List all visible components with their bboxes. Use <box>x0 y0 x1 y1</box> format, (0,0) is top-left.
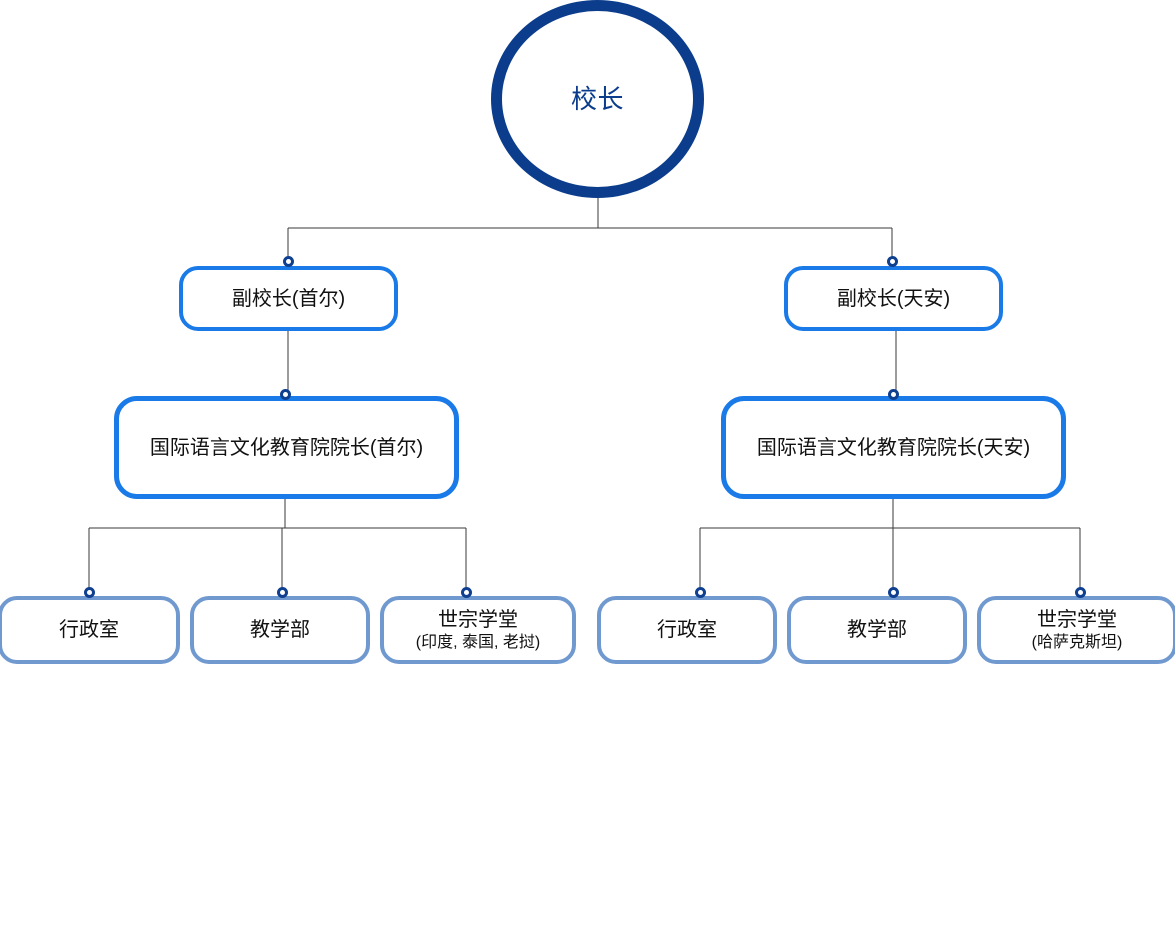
connector-dot-vice-principal-cheonan <box>887 256 898 267</box>
node-sejong-institute-cheonan-label: 世宗学堂 <box>1037 608 1117 631</box>
node-admin-office-seoul[interactable]: 行政室 <box>0 596 180 664</box>
connector-dot-vice-principal-seoul <box>283 256 294 267</box>
node-vice-principal-cheonan[interactable]: 副校长(天安) <box>784 266 1003 331</box>
connector-dot-teaching-dept-seoul <box>277 587 288 598</box>
node-dean-seoul[interactable]: 国际语言文化教育院院长(首尔) <box>114 396 459 499</box>
node-vice-principal-seoul[interactable]: 副校长(首尔) <box>179 266 398 331</box>
node-vice-principal-seoul-label: 副校长(首尔) <box>231 287 346 310</box>
node-teaching-dept-cheonan-label: 教学部 <box>847 619 907 641</box>
node-teaching-dept-seoul[interactable]: 教学部 <box>190 596 370 664</box>
connector-dot-teaching-dept-cheonan <box>888 587 899 598</box>
node-dean-cheonan[interactable]: 国际语言文化教育院院长(天安) <box>721 396 1066 499</box>
connector-dot-dean-cheonan <box>888 389 899 400</box>
connector-dot-sejong-institute-cheonan <box>1075 587 1086 598</box>
connector-dot-admin-office-cheonan <box>695 587 706 598</box>
node-sejong-institute-cheonan[interactable]: 世宗学堂 (哈萨克斯坦) <box>977 596 1175 664</box>
node-teaching-dept-cheonan[interactable]: 教学部 <box>787 596 967 664</box>
connector-dot-sejong-institute-seoul <box>461 587 472 598</box>
node-teaching-dept-seoul-label: 教学部 <box>250 619 310 641</box>
node-sejong-institute-cheonan-sublabel: (哈萨克斯坦) <box>1031 633 1123 651</box>
node-principal-label: 校长 <box>570 83 624 114</box>
node-dean-cheonan-label: 国际语言文化教育院院长(天安) <box>756 436 1031 459</box>
connector-dot-admin-office-seoul <box>84 587 95 598</box>
node-vice-principal-cheonan-label: 副校长(天安) <box>836 287 951 310</box>
node-sejong-institute-seoul-label: 世宗学堂 <box>438 608 518 631</box>
node-principal[interactable]: 校长 <box>491 0 704 198</box>
node-admin-office-cheonan-label: 行政室 <box>657 619 717 641</box>
node-dean-seoul-label: 国际语言文化教育院院长(首尔) <box>149 436 424 459</box>
node-sejong-institute-seoul[interactable]: 世宗学堂 (印度, 泰国, 老挝) <box>380 596 576 664</box>
connector-dot-dean-seoul <box>280 389 291 400</box>
node-sejong-institute-seoul-sublabel: (印度, 泰国, 老挝) <box>415 633 541 651</box>
node-admin-office-seoul-label: 行政室 <box>59 619 119 641</box>
node-admin-office-cheonan[interactable]: 行政室 <box>597 596 777 664</box>
